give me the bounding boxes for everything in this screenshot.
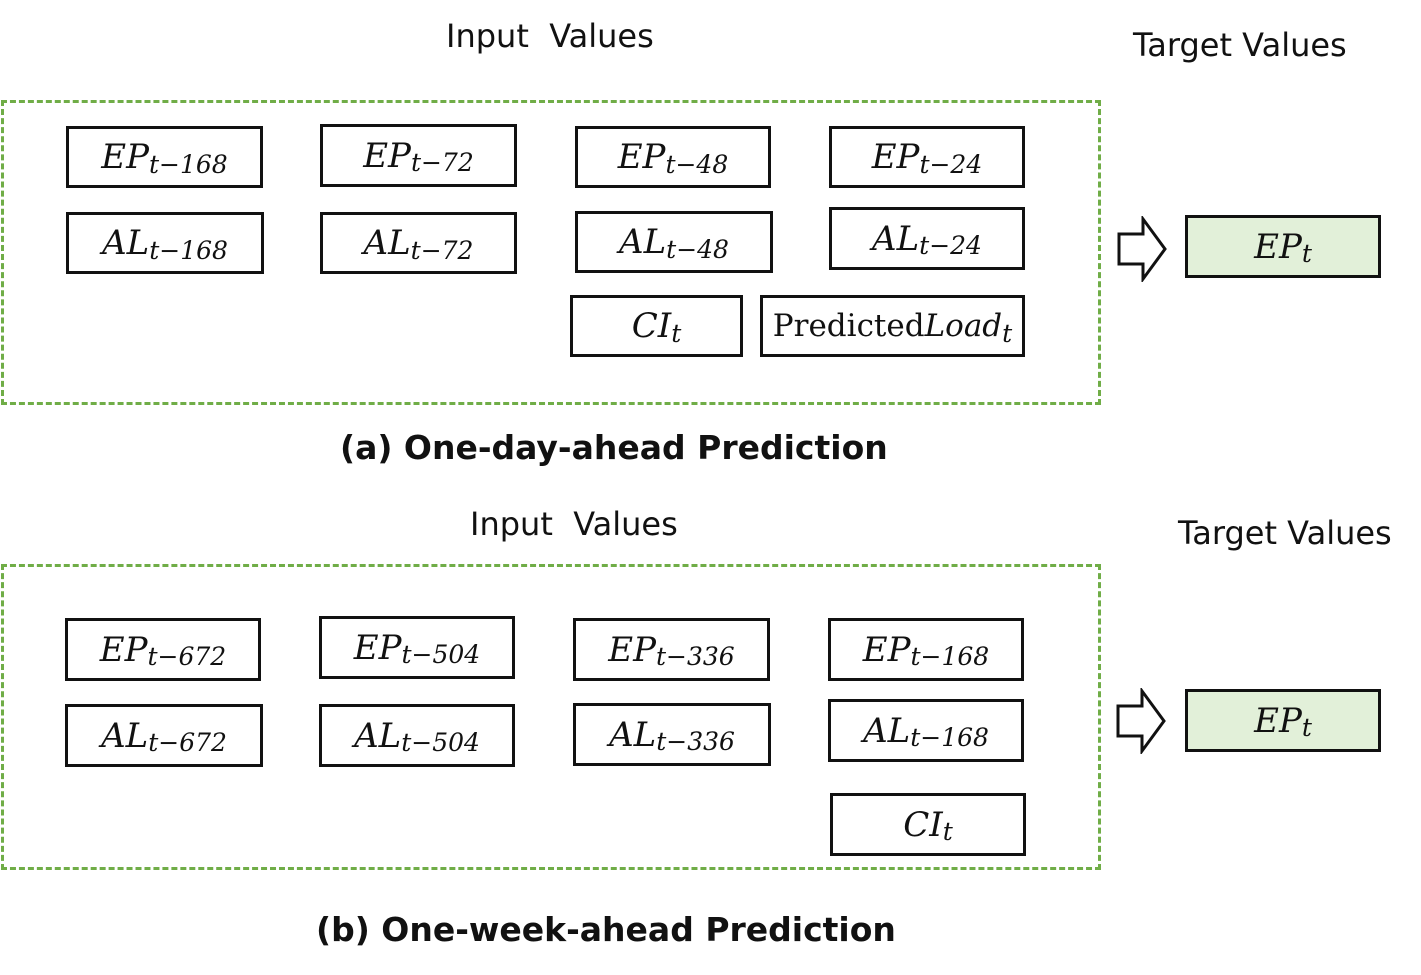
input-box-label: EP: [363, 135, 411, 176]
target-values-heading-a: Target Values: [1133, 26, 1347, 64]
input-box-label: EP: [617, 137, 666, 177]
input-values-heading-b: Input Values: [470, 505, 678, 543]
target-box-subscript: t: [1301, 713, 1312, 742]
input-box-subscript: t: [671, 318, 682, 348]
input-box-subscript: t−48: [665, 149, 729, 179]
target-values-heading-b: Target Values: [1178, 514, 1392, 552]
input-box-subscript: t−24: [919, 231, 982, 260]
target-box-label: EP: [1254, 226, 1302, 267]
input-box-subscript: t: [942, 817, 953, 846]
input-box-label: EP: [871, 137, 920, 177]
input-box-label: AL: [363, 223, 411, 263]
caption-b: (b) One-week-ahead Prediction: [316, 910, 896, 949]
input-box-subscript: t−72: [410, 148, 474, 177]
input-box-label: AL: [609, 714, 657, 755]
input-frame-a: [1, 100, 1101, 405]
input-box-label: AL: [619, 222, 667, 262]
input-box-label: CI: [903, 804, 943, 845]
input-box-subscript: t−168: [910, 723, 989, 752]
input-box-label: AL: [863, 710, 911, 751]
input-box-subscript: t−168: [148, 149, 228, 179]
input-box-label: AL: [354, 715, 402, 756]
input-box-label: AL: [101, 715, 149, 756]
input-box-label: AL: [102, 223, 150, 263]
input-box-subscript: t−72: [410, 235, 474, 265]
input-values-heading-a: Input Values: [446, 17, 654, 55]
input-box-subscript: t−24: [919, 149, 983, 179]
input-box-subscript: t−48: [666, 234, 729, 264]
input-box-subscript: t−672: [148, 728, 227, 757]
caption-a: (a) One-day-ahead Prediction: [340, 428, 888, 467]
input-box-label: Load: [924, 308, 1003, 344]
input-box-subscript: t−168: [149, 235, 228, 265]
input-box-subscript: t−336: [655, 642, 735, 671]
input-box-label: EP: [101, 137, 149, 177]
input-box-subscript: t−504: [401, 728, 480, 757]
input-box-subscript: t−672: [147, 642, 227, 671]
input-box-subscript: t−504: [401, 640, 481, 669]
input-box-prefix: Predicted: [772, 308, 925, 344]
input-box-label: EP: [353, 627, 402, 668]
input-box-subscript: t−168: [910, 642, 990, 671]
input-box-label: EP: [608, 629, 656, 670]
hollow-right-arrow-icon: [1117, 216, 1167, 282]
input-box-label: EP: [862, 629, 911, 670]
hollow-right-arrow-icon: [1116, 688, 1166, 754]
input-box-subscript: t: [1002, 318, 1013, 348]
input-box-label: EP: [99, 629, 148, 670]
target-box-subscript: t: [1301, 239, 1312, 268]
input-box-label: CI: [631, 306, 672, 346]
target-box-label: EP: [1254, 700, 1302, 741]
input-frame-b: [1, 564, 1101, 870]
input-box-subscript: t−336: [656, 727, 735, 756]
input-box-label: AL: [872, 218, 920, 259]
